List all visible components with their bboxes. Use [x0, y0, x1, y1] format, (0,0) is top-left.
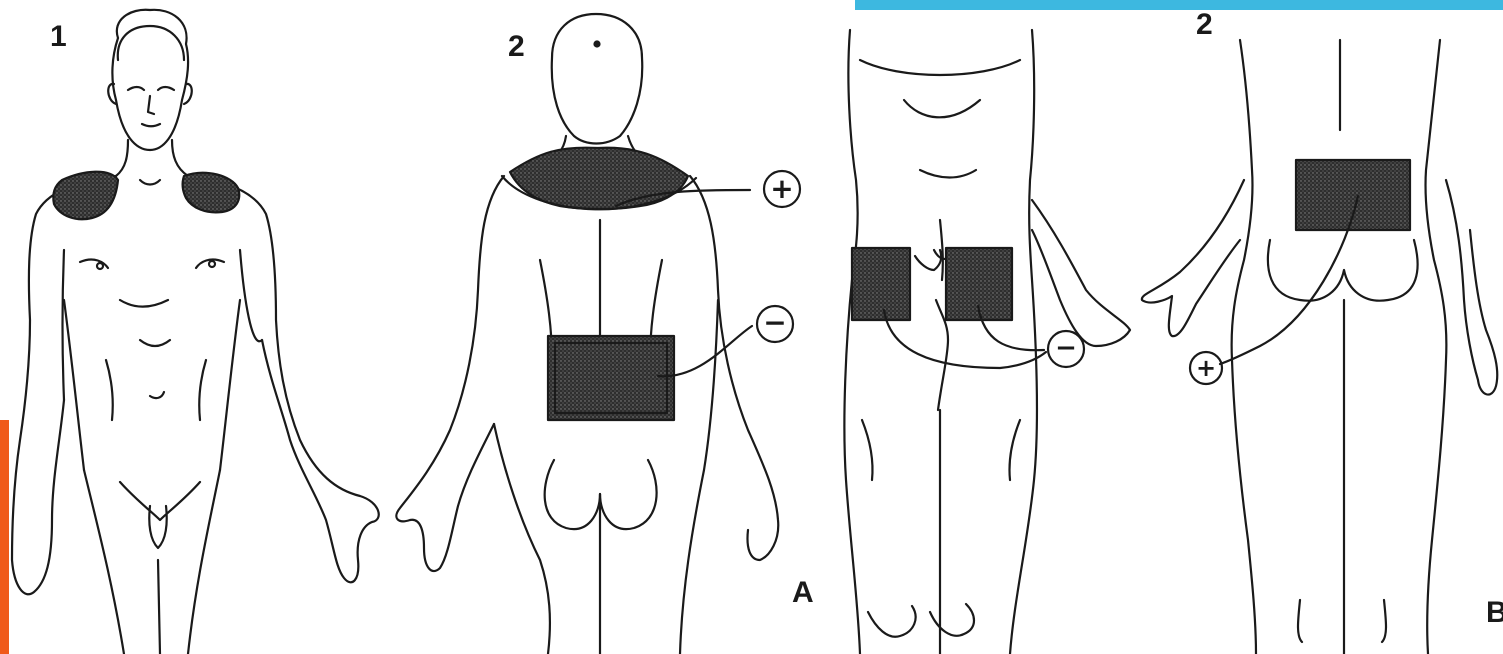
thigh-pad-left: [852, 248, 910, 320]
shoulder-pad-right: [183, 173, 240, 213]
lumbar-pad-b: [1296, 160, 1410, 230]
figure-3-number: 2: [1196, 8, 1213, 42]
shoulder-pad-left: [53, 172, 118, 220]
panel-b-label: B: [1486, 596, 1503, 630]
figure-2-back-body: [396, 14, 778, 654]
panel-a-label: A: [792, 576, 814, 610]
terminal-a-plus: +: [768, 172, 796, 206]
figure-3-front-lower-body: [844, 30, 1130, 654]
terminal-a-minus: −: [761, 306, 789, 340]
figure-1-number: 1: [50, 20, 67, 54]
terminal-b-plus: +: [1193, 353, 1219, 383]
figure-2-number: 2: [508, 30, 525, 64]
figure-4-back-lower-body: [1142, 40, 1497, 654]
figure-1-front-body: [12, 10, 379, 654]
terminal-b-minus: −: [1052, 331, 1080, 365]
